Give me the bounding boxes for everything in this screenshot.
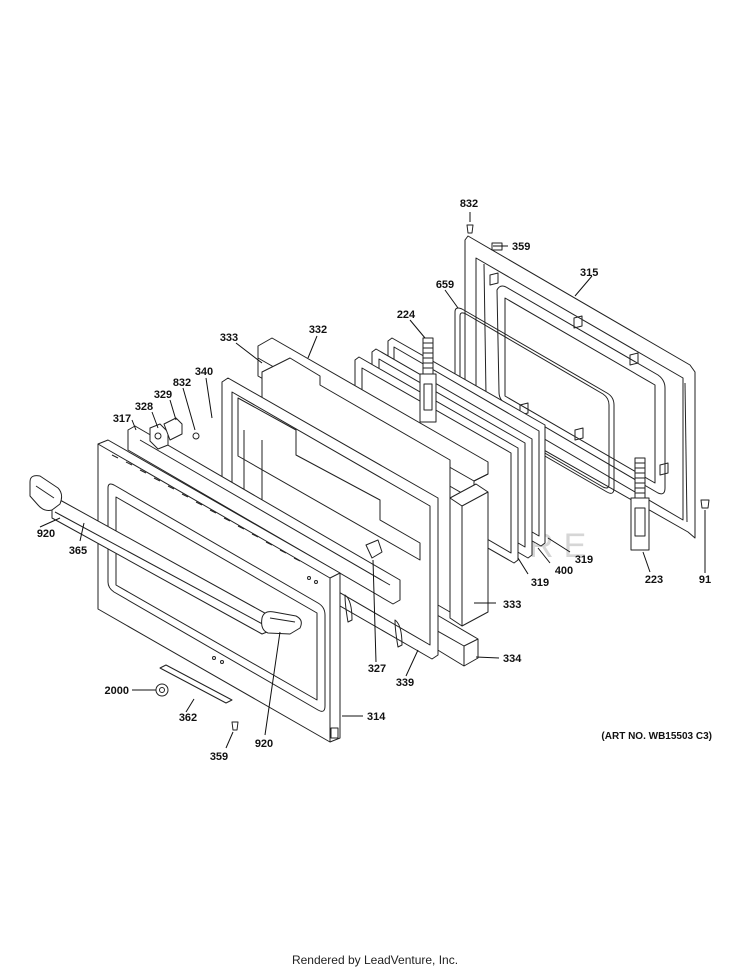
callout-920-right: 920: [255, 738, 273, 750]
callout-334: 334: [503, 653, 522, 665]
door-latch-328[interactable]: [149, 423, 169, 450]
callout-359-bottom: 359: [210, 751, 228, 763]
callout-2000: 2000: [105, 685, 129, 697]
callout-317: 317: [113, 413, 131, 425]
screw-91[interactable]: [700, 499, 710, 509]
callout-328: 328: [135, 401, 153, 413]
callout-400: 400: [555, 565, 573, 577]
callout-920-left: 920: [37, 528, 55, 540]
callout-659: 659: [436, 279, 454, 291]
callout-314: 314: [367, 711, 386, 723]
art-number-label: (ART NO. WB15503 C3): [601, 731, 712, 742]
callout-832-top: 832: [460, 198, 478, 210]
leader-lines: [39, 212, 706, 749]
footer-credit: Rendered by LeadVenture, Inc.: [291, 953, 459, 967]
callout-329: 329: [154, 389, 172, 401]
callout-224: 224: [397, 309, 416, 321]
callout-332: 332: [309, 324, 327, 336]
callout-362: 362: [179, 712, 197, 724]
callout-333-top: 333: [220, 332, 238, 344]
callout-91: 91: [699, 574, 711, 586]
callout-319-rear: 319: [575, 554, 593, 566]
grommet-2000[interactable]: [155, 683, 169, 697]
door-insulation-333-right[interactable]: [449, 483, 489, 627]
callout-319-front: 319: [531, 577, 549, 589]
screw-832-left[interactable]: [192, 432, 200, 440]
door-hinge-223[interactable]: [630, 457, 650, 551]
door-hinge-224[interactable]: [419, 337, 437, 423]
callout-365: 365: [69, 545, 87, 557]
door-vent-317[interactable]: [127, 425, 401, 605]
callout-315: 315: [580, 267, 598, 279]
callout-832-left: 832: [173, 377, 191, 389]
bracket-327[interactable]: [365, 539, 383, 559]
bottom-trim-362[interactable]: [159, 664, 233, 704]
callout-327: 327: [368, 663, 386, 675]
callout-333-right: 333: [503, 599, 521, 611]
handle-end-cap-920-left[interactable]: [29, 475, 63, 511]
screw-832-top[interactable]: [466, 224, 474, 234]
handle-end-cap-920-right[interactable]: [261, 611, 302, 635]
callout-223: 223: [645, 574, 663, 586]
callout-359-top: 359: [512, 241, 530, 253]
screw-359-bottom[interactable]: [231, 721, 239, 731]
callout-labels: 832 359 315 659 224 333 332 340 832 329 …: [37, 198, 711, 763]
callout-340: 340: [195, 366, 213, 378]
latch-clip-329[interactable]: [163, 417, 183, 441]
callout-339: 339: [396, 677, 414, 689]
